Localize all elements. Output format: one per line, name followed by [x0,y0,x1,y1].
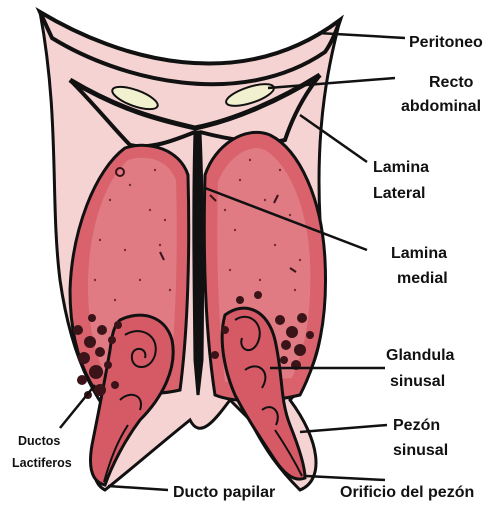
label-glandula-line1: Glandula [386,347,455,364]
label-recto-line1: Recto [429,74,474,91]
leader-ducto-papilar [108,486,168,490]
label-ducto-papilar: Ducto papilar [173,484,275,501]
label-ductos-line2: Lactiferos [12,456,72,470]
leader-pezon [300,425,387,432]
label-lamina-lateral-line2: Lateral [373,185,425,202]
label-glandula-line2: sinusal [390,373,445,390]
label-peritoneo: Peritoneo [409,34,483,51]
label-pezon-line1: Pezón [393,417,440,434]
leader-orificio [306,476,385,480]
leader-ductos [60,385,95,428]
label-lamina-medial-line1: Lamina [391,245,447,262]
medial-lamina [194,132,203,395]
label-lamina-lateral-line1: Lamina [373,159,429,176]
label-lamina-medial-line2: medial [397,270,448,287]
label-ductos-line1: Ductos [18,434,60,448]
label-recto-line2: abdominal [401,98,481,115]
label-orificio: Orificio del pezón [340,484,474,501]
label-pezon-line2: sinusal [393,442,448,459]
